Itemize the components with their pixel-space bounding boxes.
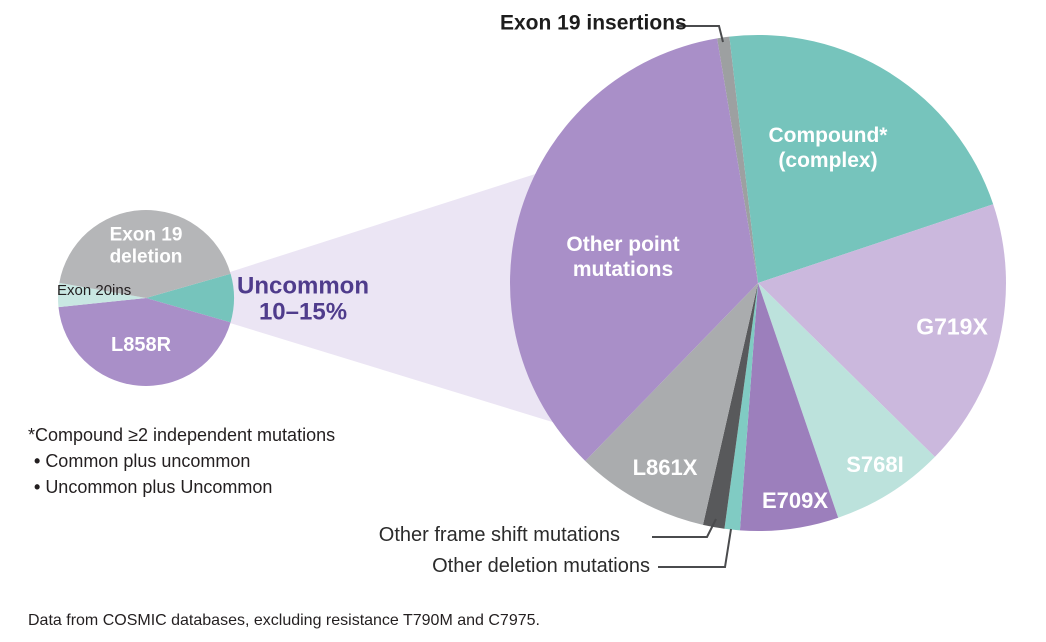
label-l858r: L858R xyxy=(110,334,172,357)
label-other-deletion-mutations: Other deletion mutations xyxy=(432,555,650,578)
pie-slice-compound-complex- xyxy=(729,34,994,284)
leader-line-other-deletion xyxy=(658,528,732,568)
pie-slice-other-point-mutations xyxy=(510,38,758,461)
pie-slice-e709x xyxy=(739,283,839,532)
label-e709x: E709X xyxy=(761,488,829,514)
common-mutations-pie xyxy=(58,210,234,386)
pie-slice-s768i xyxy=(758,283,935,518)
label-uncommon-callout: Uncommon 10–15% xyxy=(237,272,369,326)
pie-slice-exon-19-insertions xyxy=(717,36,758,284)
label-exon19-insertions: Exon 19 insertions xyxy=(500,11,687,35)
label-other-point-mutations: Other point mutations xyxy=(566,233,680,281)
label-s768i: S768I xyxy=(846,452,904,478)
footnote-bullet-list: Common plus uncommon Uncommon plus Uncom… xyxy=(28,448,335,500)
pie-slice-l861x xyxy=(585,283,758,525)
pie-slice-exon-20ins xyxy=(58,282,146,308)
data-source-note: Data from COSMIC databases, excluding re… xyxy=(28,612,540,629)
leader-line-frame-shift xyxy=(652,518,717,538)
pie-slice-g719x xyxy=(758,204,1006,457)
footnote-line: *Compound ≥2 independent mutations xyxy=(28,425,336,445)
label-exon20ins: Exon 20ins xyxy=(57,282,132,300)
pie-slice-other-deletion-mutations xyxy=(724,283,758,531)
label-other-frame-shift-mutations: Other frame shift mutations xyxy=(378,524,620,547)
uncommon-mutations-pie xyxy=(510,34,1006,532)
footnote-bullet: Uncommon plus Uncommon xyxy=(28,474,335,500)
pie-slice-exon-19-deletion xyxy=(59,210,231,298)
pie-slice-uncommon xyxy=(146,273,234,323)
label-g719x: G719X xyxy=(916,313,988,340)
label-l861x: L861X xyxy=(632,455,698,481)
label-compound-complex: Compound* (complex) xyxy=(768,124,888,172)
leader-line-exon19-insertions xyxy=(677,25,724,43)
footnote-bullet: Common plus uncommon xyxy=(28,448,335,474)
pie-slice-l858r xyxy=(58,298,231,386)
label-exon19-deletion: Exon 19 deletion xyxy=(109,224,183,268)
compound-footnote: *Compound ≥2 independent mutations Commo… xyxy=(28,422,335,500)
pie-slice-other-frame-shift-mutations xyxy=(702,283,758,529)
